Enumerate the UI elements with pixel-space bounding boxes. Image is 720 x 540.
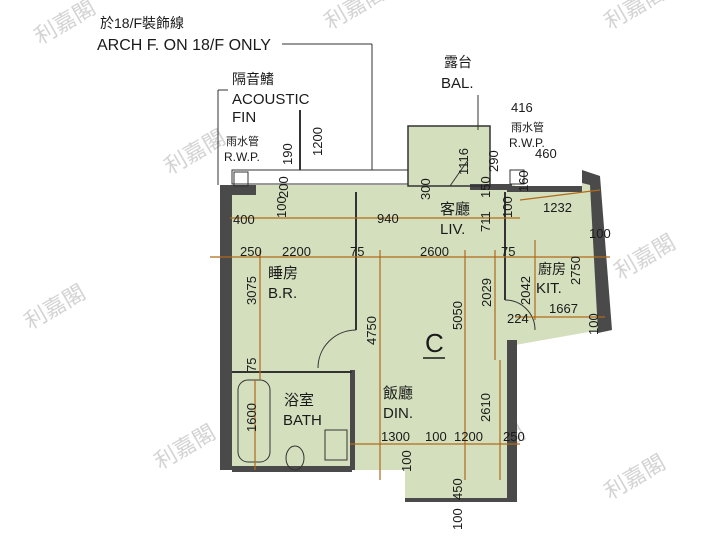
- wall-col-top: [470, 184, 512, 190]
- room-liv-en: LIV.: [440, 221, 465, 238]
- rwp-right-label-en: R.W.P.: [509, 136, 545, 150]
- room-din-en: DIN.: [383, 405, 413, 422]
- watermark-1: 利嘉閣: [31, 0, 101, 50]
- dim-100-c: 100: [589, 226, 611, 241]
- dim-1300: 1300: [381, 429, 410, 444]
- dim-1200-top: 1200: [310, 127, 325, 156]
- wall-kitchen-top: [507, 186, 582, 192]
- dim-75-b: 75: [501, 244, 515, 259]
- watermark-5: 利嘉閣: [161, 126, 231, 181]
- dim-100-f: 100: [399, 450, 414, 472]
- rwp-left-label-cn: 雨水管: [226, 134, 259, 148]
- dim-250-a: 250: [240, 244, 262, 259]
- dim-450: 450: [450, 478, 465, 500]
- dim-224: 224: [507, 311, 529, 326]
- dim-5050: 5050: [450, 301, 465, 330]
- dim-2029: 2029: [479, 278, 494, 307]
- wall-left-top: [220, 185, 256, 195]
- rwp-left: [233, 171, 249, 187]
- wall-bath-side: [350, 370, 355, 470]
- dim-711: 711: [478, 211, 493, 232]
- watermark-3: 利嘉閣: [601, 0, 671, 35]
- balcony-label-cn: 露台: [444, 54, 472, 70]
- rwp-right-label-cn: 雨水管: [511, 120, 544, 134]
- dim-2042: 2042: [518, 276, 533, 305]
- dim-100-d: 100: [586, 313, 601, 335]
- dim-416: 416: [511, 100, 533, 115]
- dim-1116: 1116: [456, 148, 471, 175]
- dim-100-a: 100: [274, 196, 289, 218]
- bathtub: [237, 379, 271, 463]
- dim-3075: 3075: [244, 276, 259, 305]
- watermark-2: 利嘉閣: [321, 0, 391, 35]
- wall-bottom-right: [405, 498, 517, 502]
- door-br-swing: [317, 329, 357, 369]
- dim-2750: 2750: [568, 256, 583, 285]
- watermark-8: 利嘉閣: [151, 421, 221, 476]
- watermark-10: 利嘉閣: [601, 451, 671, 506]
- room-br-cn: 睡房: [268, 265, 298, 282]
- wall-left: [220, 185, 232, 470]
- dim-4750: 4750: [364, 316, 379, 345]
- arch-label-cn: 於18/F裝飾線: [100, 15, 184, 31]
- balcony-floor: [408, 126, 490, 188]
- watermark-7: 利嘉閣: [611, 231, 681, 286]
- watermark-4: 利嘉閣: [21, 281, 91, 336]
- dim-2610: 2610: [478, 393, 493, 422]
- dim-2600: 2600: [420, 244, 449, 259]
- facade: [217, 43, 525, 471]
- partitions: [232, 125, 536, 373]
- room-din-cn: 飯廳: [383, 384, 413, 402]
- dim-160: 160: [516, 170, 531, 192]
- basin: [324, 429, 348, 461]
- dim-1600: 1600: [244, 403, 259, 432]
- arch-feature: [231, 169, 409, 185]
- wall-right-lower: [507, 340, 517, 502]
- room-br-en: B.R.: [268, 285, 297, 302]
- dim-100-e: 100: [425, 429, 447, 444]
- dim-kit-top: [519, 189, 601, 201]
- balcony-label-en: BAL.: [441, 75, 474, 92]
- rwp-right: [509, 169, 525, 185]
- balcony-door: [449, 159, 469, 187]
- toilet: [285, 445, 305, 471]
- dim-75-c: 75: [244, 358, 259, 372]
- dim-200: 200: [276, 176, 291, 198]
- room-bath-en: BATH: [283, 412, 322, 429]
- dim-2200: 2200: [282, 244, 311, 259]
- dimension-text: 416 460 1200 190 1116 290 200 300 100 40…: [233, 100, 611, 530]
- dim-400: 400: [233, 212, 255, 227]
- dim-250-b: 250: [503, 429, 525, 444]
- balcony-outline: [407, 125, 491, 187]
- dim-1200-bot: 1200: [454, 429, 483, 444]
- room-kit-cn: 廚房: [538, 261, 566, 277]
- dim-1667: 1667: [549, 301, 578, 316]
- door-kit-swing: [504, 299, 536, 331]
- dimension-lines: [210, 189, 610, 480]
- arch-label-en: ARCH F. ON 18/F ONLY: [97, 37, 271, 54]
- bath-floor: [232, 375, 352, 470]
- dim-300: 300: [418, 178, 433, 200]
- room-liv-cn: 客廳: [440, 200, 470, 218]
- annotations: 於18/F裝飾線 ARCH F. ON 18/F ONLY 隔音鰭 ACOUST…: [97, 15, 566, 429]
- dim-100-g: 100: [450, 508, 465, 530]
- rwp-left-label-en: R.W.P.: [224, 150, 260, 164]
- dim-940: 940: [377, 211, 399, 226]
- dim-75-a: 75: [350, 244, 364, 259]
- room-kit-en: KIT.: [536, 280, 562, 297]
- room-bath-cn: 浴室: [284, 392, 314, 409]
- dim-100-b: 100: [500, 196, 515, 218]
- acoustic-label-cn: 隔音鰭: [232, 71, 274, 87]
- dim-290: 290: [486, 150, 501, 172]
- dim-150: 150: [478, 176, 493, 198]
- acoustic-label-en1: ACOUSTIC: [232, 91, 310, 108]
- unit-letter: C: [425, 328, 444, 358]
- acoustic-label-en2: FIN: [232, 109, 256, 126]
- dim-190: 190: [280, 143, 295, 165]
- wall-kitchen-angled: [582, 170, 612, 333]
- dim-1232: 1232: [543, 200, 572, 215]
- dim-460: 460: [535, 146, 557, 161]
